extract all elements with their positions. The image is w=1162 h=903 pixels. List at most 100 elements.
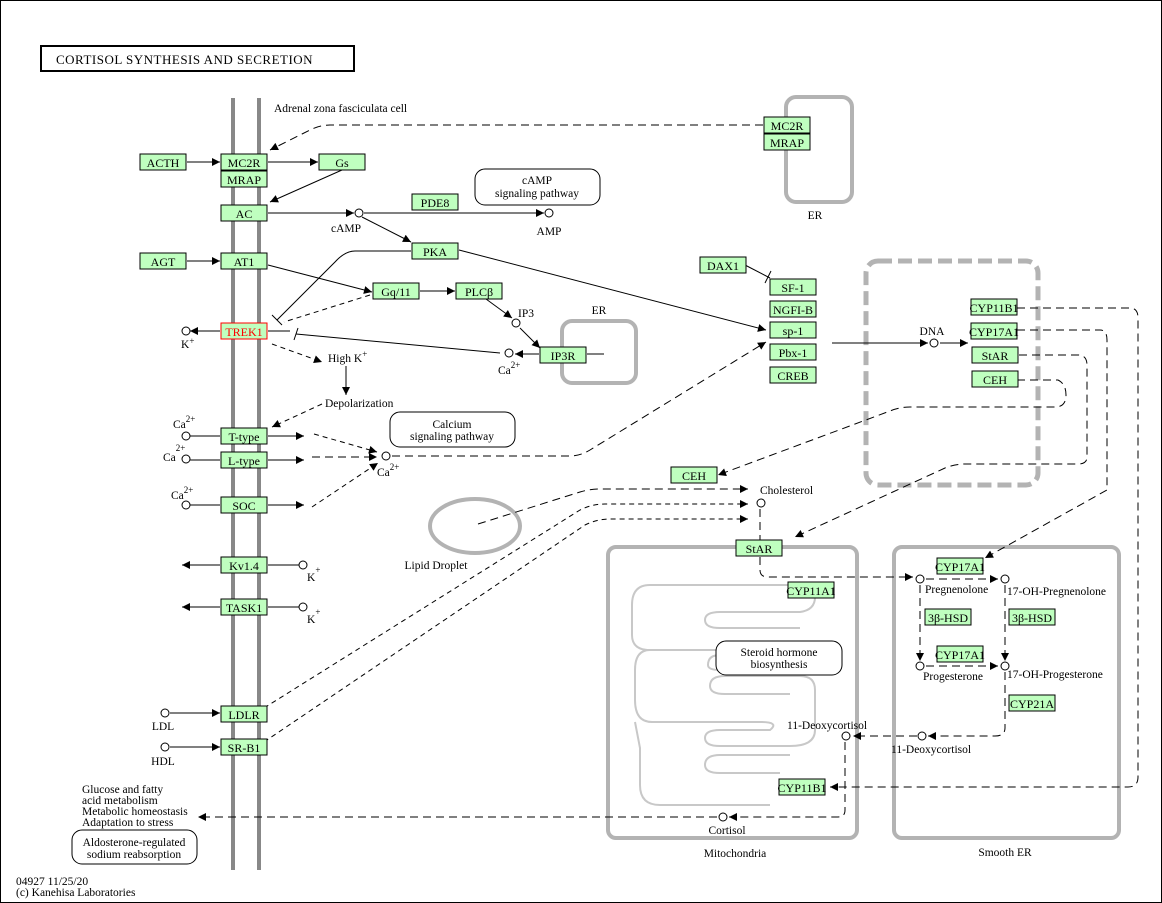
gene-gq11[interactable]: Gq/11	[372, 282, 420, 300]
compound-hdl[interactable]	[160, 742, 170, 752]
gene-box[interactable]	[220, 598, 268, 616]
gene-gs[interactable]: Gs	[318, 153, 366, 171]
gene-box[interactable]	[1008, 694, 1056, 712]
gene-box[interactable]	[220, 322, 268, 340]
gene-box[interactable]	[1008, 608, 1056, 626]
gene-sf1[interactable]: SF-1	[769, 278, 817, 296]
gene-srb1[interactable]: SR-B1	[220, 738, 268, 756]
compound-cholesterol[interactable]	[756, 498, 766, 508]
gene-kv14[interactable]: Kv1.4	[220, 556, 268, 574]
gene-hsd-a[interactable]: 3β-HSD	[924, 608, 972, 626]
camp-signaling-pathway-link[interactable]: cAMP signaling pathway	[474, 168, 601, 206]
compound-ca-center[interactable]	[381, 451, 391, 461]
gene-box[interactable]	[735, 539, 783, 557]
gene-cyp17a1-b[interactable]: CYP17A1	[935, 645, 985, 663]
gene-box[interactable]	[539, 346, 587, 364]
gene-box[interactable]	[455, 282, 503, 300]
compound-ca-er[interactable]	[504, 348, 514, 358]
compound-11-deoxycortisol-mito[interactable]	[841, 731, 851, 741]
gene-box[interactable]	[220, 738, 268, 756]
compound-k-task[interactable]	[298, 602, 308, 612]
compound-17oh-pregnenolone[interactable]	[1000, 574, 1010, 584]
compound-dna[interactable]	[929, 338, 939, 348]
gene-task1[interactable]: TASK1	[220, 598, 268, 616]
gene-box[interactable]	[970, 298, 1018, 316]
compound-ca-soc[interactable]	[181, 500, 191, 510]
compound-11-deoxycortisol-er[interactable]	[917, 731, 927, 741]
gene-box[interactable]	[220, 252, 268, 270]
gene-pde8[interactable]: PDE8	[411, 193, 459, 211]
gene-box[interactable]	[220, 204, 268, 222]
gene-box[interactable]	[763, 133, 811, 151]
gene-box[interactable]	[699, 256, 747, 274]
compound-amp[interactable]	[544, 208, 554, 218]
compound-cortisol[interactable]	[718, 812, 728, 822]
gene-trek1[interactable]: TREK1	[220, 322, 268, 340]
gene-box[interactable]	[220, 496, 268, 514]
gene-box[interactable]	[769, 300, 817, 318]
gene-star[interactable]: StAR	[735, 539, 783, 557]
gene-agt[interactable]: AGT	[139, 252, 187, 270]
gene-box[interactable]	[769, 278, 817, 296]
gene-box[interactable]	[763, 116, 811, 134]
gene-cyp21a[interactable]: CYP21A	[1008, 694, 1056, 712]
gene-box[interactable]	[220, 153, 268, 171]
compound-camp[interactable]	[354, 208, 364, 218]
gene-cyp17a1-n[interactable]: CYP17A1	[969, 322, 1019, 340]
gene-dax1[interactable]: DAX1	[699, 256, 747, 274]
gene-box[interactable]	[220, 170, 268, 188]
gene-sp1[interactable]: sp-1	[769, 321, 817, 339]
gene-cyp17a1-a[interactable]: CYP17A1	[935, 557, 985, 575]
gene-ac[interactable]: AC	[220, 204, 268, 222]
gene-box[interactable]	[971, 370, 1019, 388]
compound-pregnenolone[interactable]	[915, 574, 925, 584]
gene-cyp11b1-n[interactable]: CYP11B1	[970, 298, 1019, 316]
gene-box[interactable]	[220, 451, 268, 469]
compound-k-kv[interactable]	[298, 560, 308, 570]
compound-k-trek[interactable]	[181, 326, 191, 336]
gene-box[interactable]	[936, 557, 984, 575]
compound-progesterone[interactable]	[915, 661, 925, 671]
gene-box[interactable]	[139, 153, 187, 171]
gene-mc2r-er[interactable]: MC2R	[763, 116, 811, 134]
compound-17oh-progesterone[interactable]	[1000, 661, 1010, 671]
gene-mrap[interactable]: MRAP	[220, 170, 268, 188]
gene-ttype[interactable]: T-type	[220, 427, 268, 445]
compound-ca-l[interactable]	[181, 454, 191, 464]
gene-box[interactable]	[769, 321, 817, 339]
calcium-signaling-pathway-link[interactable]: Calcium signaling pathway	[389, 411, 516, 448]
gene-hsd-b[interactable]: 3β-HSD	[1008, 608, 1056, 626]
gene-acth[interactable]: ACTH	[139, 153, 187, 171]
gene-box[interactable]	[372, 282, 420, 300]
gene-plcb[interactable]: PLCβ	[455, 282, 503, 300]
gene-box[interactable]	[970, 322, 1018, 340]
gene-box[interactable]	[318, 153, 366, 171]
gene-box[interactable]	[139, 252, 187, 270]
gene-pbx1[interactable]: Pbx-1	[769, 343, 817, 361]
compound-ip3[interactable]	[511, 318, 521, 328]
compound-ca-t[interactable]	[181, 431, 191, 441]
gene-box[interactable]	[769, 366, 817, 384]
gene-pka[interactable]: PKA	[411, 242, 459, 260]
gene-ltype[interactable]: L-type	[220, 451, 268, 469]
gene-box[interactable]	[924, 608, 972, 626]
gene-mrap-er[interactable]: MRAP	[763, 133, 811, 151]
gene-ceh[interactable]: CEH	[670, 466, 718, 484]
gene-cyp11a1[interactable]: CYP11A1	[786, 581, 836, 599]
aldosterone-regulated-sodium-reabsorption-link[interactable]: Aldosterone-regulated sodium reabsorptio…	[71, 829, 198, 865]
gene-box[interactable]	[971, 346, 1019, 364]
gene-box[interactable]	[220, 427, 268, 445]
gene-box[interactable]	[670, 466, 718, 484]
gene-box[interactable]	[220, 705, 268, 723]
gene-mc2r[interactable]: MC2R	[220, 153, 268, 171]
gene-box[interactable]	[220, 556, 268, 574]
gene-ceh-n[interactable]: CEH	[971, 370, 1019, 388]
gene-cyp11b1[interactable]: CYP11B1	[778, 778, 827, 796]
gene-box[interactable]	[769, 343, 817, 361]
gene-box[interactable]	[411, 193, 459, 211]
gene-soc[interactable]: SOC	[220, 496, 268, 514]
gene-ngfib[interactable]: NGFI-B	[769, 300, 817, 318]
gene-at1[interactable]: AT1	[220, 252, 268, 270]
gene-box[interactable]	[787, 581, 835, 599]
gene-box[interactable]	[778, 778, 826, 796]
